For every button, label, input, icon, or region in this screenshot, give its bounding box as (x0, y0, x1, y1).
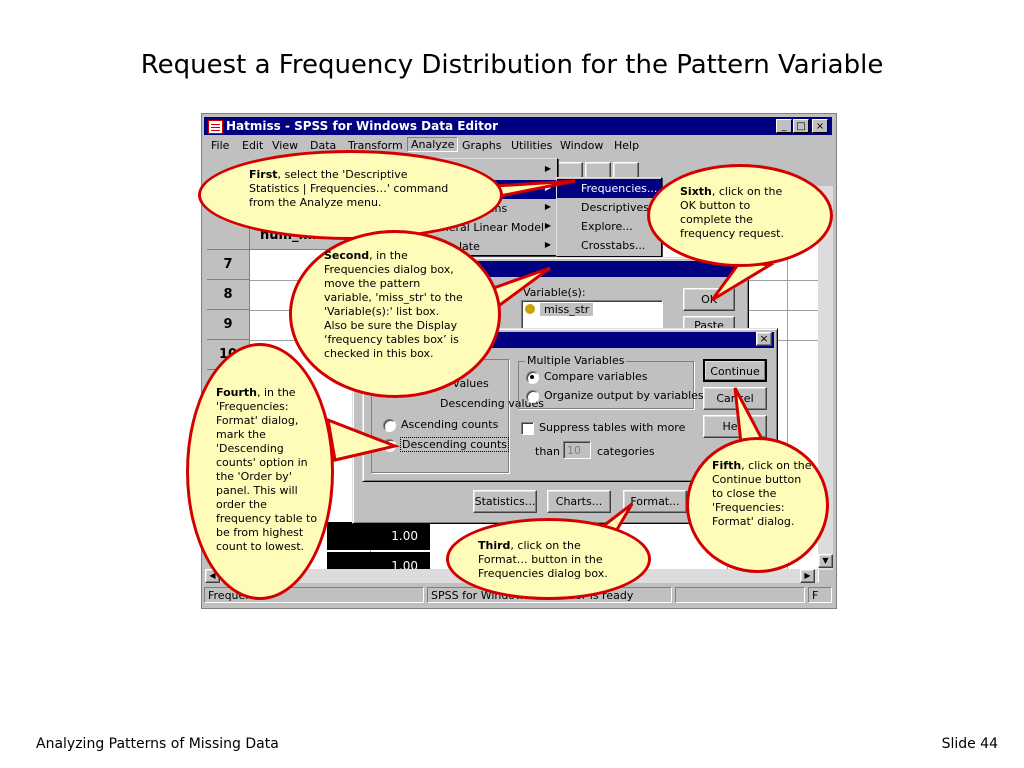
menu-edit[interactable]: Edit (242, 139, 264, 152)
callout-fifth (686, 437, 829, 573)
callout-second-text: Second, in the Frequencies dialog box, m… (324, 249, 463, 360)
status-right: F (808, 587, 832, 603)
menu-graphs[interactable]: Graphs (462, 139, 502, 152)
submenu-explore[interactable]: Explore... (581, 220, 633, 233)
menu-help[interactable]: Help (614, 139, 640, 152)
organize-output-radio[interactable] (526, 390, 539, 403)
menu-file[interactable]: File (211, 139, 230, 152)
callout-sixth-text: Sixth, click on the OK button to complet… (680, 185, 784, 240)
row-header[interactable]: 7 (207, 250, 250, 280)
suppress-tables-label[interactable]: Suppress tables with more (539, 421, 686, 434)
callout-third (446, 518, 651, 600)
corner-cell (207, 222, 250, 250)
callout-fifth-text: Fifth, click on the Continue button to c… (712, 459, 812, 528)
window-titlebar: Hatmiss - SPSS for Windows Data Editor _… (204, 117, 832, 135)
sixth-tail (710, 260, 775, 302)
scroll-down-icon[interactable]: ▼ (818, 554, 833, 568)
analyze-item-reports[interactable]: ▶ (544, 164, 551, 173)
suppress-tables-checkbox[interactable] (521, 422, 534, 435)
organize-output-label[interactable]: Organize output by variables (544, 389, 704, 402)
variable-item[interactable]: miss_str (540, 303, 594, 316)
categories-input[interactable]: 10 (563, 441, 591, 459)
categories-label: categories (597, 445, 655, 458)
callout-fourth-text: Fourth, in the 'Frequencies: Format' dia… (216, 386, 318, 553)
spss-app-icon (208, 120, 223, 134)
submenu-crosstabs[interactable]: Crosstabs... (581, 239, 646, 252)
callout-sixth (647, 164, 833, 267)
close-button[interactable]: × (812, 119, 828, 133)
row-header[interactable]: 9 (207, 310, 250, 340)
callout-second (289, 230, 501, 398)
variable-string-icon (525, 304, 535, 314)
callout-fourth (186, 343, 334, 600)
multiple-variables-label: Multiple Variables (525, 354, 627, 367)
charts-button[interactable]: Charts... (547, 490, 611, 513)
callout-first (198, 150, 503, 240)
variables-label: Variable(s): (523, 286, 586, 299)
descending-counts-label[interactable]: Descending counts (400, 437, 510, 452)
menu-transform[interactable]: Transform (348, 139, 403, 152)
menu-window[interactable]: Window (560, 139, 604, 152)
slide-title: Request a Frequency Distribution for the… (140, 50, 884, 80)
scroll-right-icon[interactable]: ▶ (800, 569, 815, 583)
callout-third-text: Third, click on the Format… button in th… (478, 539, 608, 580)
format-button[interactable]: Format... (623, 490, 687, 513)
statistics-button[interactable]: Statistics... (473, 490, 537, 513)
menu-view[interactable]: View (272, 139, 299, 152)
row-header[interactable]: 8 (207, 280, 250, 310)
ascending-counts-radio[interactable] (383, 419, 396, 432)
maximize-button[interactable]: □ (793, 119, 809, 133)
compare-variables-label[interactable]: Compare variables (544, 370, 648, 383)
minimize-button[interactable]: _ (776, 119, 792, 133)
first-tail (492, 179, 576, 198)
fourth-tail (326, 417, 401, 462)
submenu-frequencies[interactable]: Frequencies... (557, 179, 661, 198)
than-label: than (535, 445, 560, 458)
menu-utilities[interactable]: Utilities (511, 139, 553, 152)
menu-analyze[interactable]: Analyze (407, 137, 459, 152)
menu-data[interactable]: Data (310, 139, 337, 152)
callout-first-text: First, select the 'Descriptive Statistic… (249, 168, 449, 209)
data-cell[interactable]: 1.00 (327, 522, 430, 550)
footer-left: Analyzing Patterns of Missing Data (36, 736, 279, 752)
grid-line (787, 250, 788, 582)
ascending-counts-label[interactable]: Ascending counts (401, 418, 499, 431)
status-segment (675, 587, 805, 603)
menubar: File Edit View Data Transform Analyze Gr… (204, 137, 832, 155)
vertical-scrollbar[interactable] (818, 186, 833, 570)
ascending-values-fragment: values (453, 377, 489, 390)
submenu-descriptives[interactable]: Descriptives... (581, 201, 660, 214)
slide-number: Slide 44 (941, 736, 998, 752)
dialog-close-icon[interactable]: × (756, 332, 772, 346)
continue-button[interactable]: Continue (703, 359, 767, 382)
window-title: Hatmiss - SPSS for Windows Data Editor (226, 119, 499, 133)
compare-variables-radio[interactable] (526, 371, 539, 384)
